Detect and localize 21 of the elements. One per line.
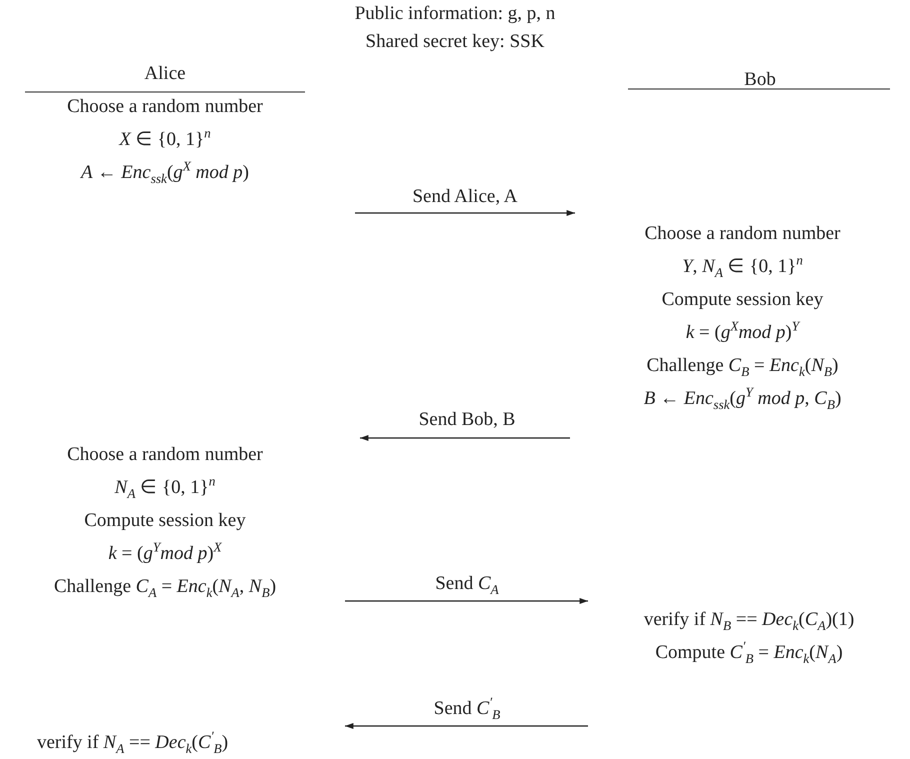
step-text: Compute session key <box>662 289 824 310</box>
step-text: Choose a random number <box>644 223 840 244</box>
step-text: Choose a random number <box>67 96 263 117</box>
step-text: Challenge C$_{B}$ = Enc$_{k}$(N$_{B}$) <box>646 355 838 376</box>
step-text: Compute C$^{′}$$_{B}$ = Enc$_{k}$(N$_{A}$) <box>655 642 843 663</box>
step-text: Compute session key <box>84 510 246 531</box>
step-text: A ← Enc$_{ssk}$(g$^{X}$ mod p) <box>81 162 249 183</box>
step-text: Y, N$_{A}$ ∈ {0, 1}$^{n}$ <box>682 256 803 277</box>
step-text: k = (g$^{X}$mod p)$^{Y}$ <box>686 322 800 343</box>
step-text: Choose a random number <box>67 444 263 465</box>
step-text: B ← Enc$_{ssk}$(g$^{Y}$ mod p, C$_{B}$) <box>644 388 842 409</box>
step-text: X ∈ {0, 1}$^{n}$ <box>119 129 211 150</box>
header-text: Shared secret key: SSK <box>366 30 544 54</box>
step-text: k = (g$^{Y}$mod p)$^{X}$ <box>108 543 222 564</box>
step-text: verify if N$_{B}$ == Dec$_{k}$(C$_{A}$)(1) <box>644 609 854 630</box>
step-text: Challenge C$_{A}$ = Enc$_{k}$(N$_{A}$, N$_{B}$) <box>54 576 276 597</box>
header-text: Public information: g, p, n <box>354 2 556 26</box>
step-text: verify if N$_{A}$ == Dec$_{k}$(C$^{′}$$_{B}$) <box>36 732 228 753</box>
step-text: N$_{A}$ ∈ {0, 1}$^{n}$ <box>114 477 216 498</box>
party-heading: Bob <box>744 68 776 92</box>
party-heading: Alice <box>144 62 186 86</box>
